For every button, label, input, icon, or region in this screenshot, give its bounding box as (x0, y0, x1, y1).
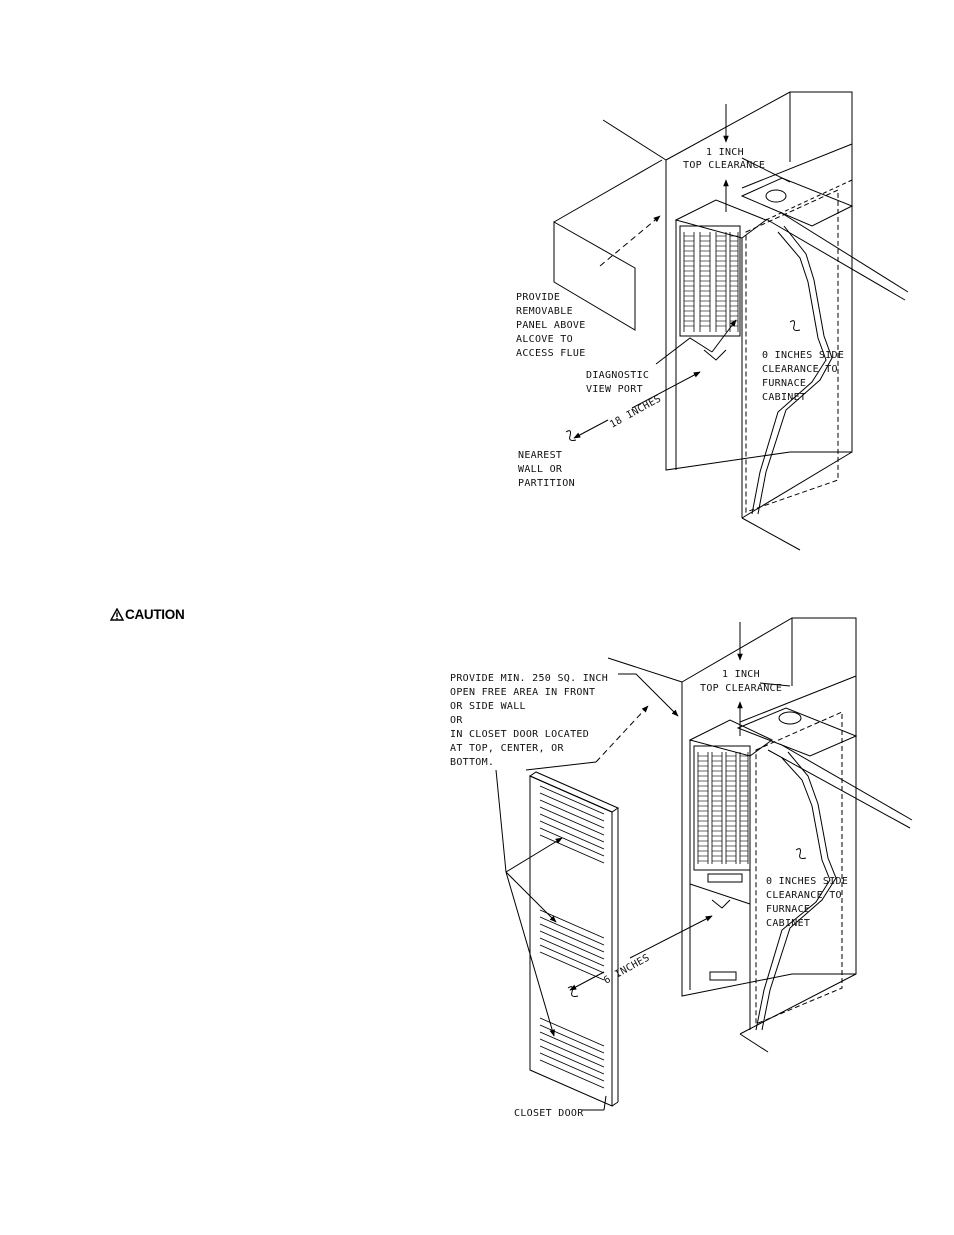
door-louver-slat (539, 827, 605, 857)
door-louver-slat (539, 930, 605, 960)
bottom-figure-closet-door (528, 771, 620, 1107)
door-louver-slat (539, 916, 605, 946)
top-clearance-line2: TOP CLEARANCE (683, 160, 765, 171)
bottom-figure-louvers (697, 752, 749, 864)
open-area-line5: IN CLOSET DOOR LOCATED (450, 729, 589, 740)
top-figure-louver-slats (684, 235, 738, 327)
door-louver-slat (539, 1038, 605, 1068)
door-louver-slat (539, 785, 605, 815)
bottom-figure-furnace (688, 711, 843, 1031)
front-distance-top: 18 INCHES (608, 393, 663, 430)
door-louver-slat (539, 806, 605, 836)
door-louver-slat (539, 792, 605, 822)
wall-note-line2: WALL OR (518, 464, 563, 475)
door-louver-slat (539, 1059, 605, 1089)
open-area-line6: AT TOP, CENTER, OR (450, 743, 564, 754)
side-clearance-top-line2: CLEARANCE TO (762, 364, 838, 375)
open-area-line3: OR SIDE WALL (450, 701, 526, 712)
door-louver-slat (539, 923, 605, 953)
side-clearance-top-line3: FURNACE (762, 378, 806, 389)
top-figure-break-marks (565, 320, 801, 441)
side-clearance-bottom-line1: 0 INCHES SIDE (766, 876, 848, 887)
door-louver-slat (539, 820, 605, 850)
door-louver-slat (539, 834, 605, 864)
bottom-figure-alcove (607, 617, 913, 1053)
door-louver-slat (539, 813, 605, 843)
caution-heading: CAUTION (110, 607, 185, 622)
open-area-line1: PROVIDE MIN. 250 SQ. INCH (450, 673, 608, 684)
bottom-figure-louver-slats (698, 755, 748, 862)
top-figure-furnace (674, 179, 853, 518)
open-area-line7: BOTTOM. (450, 757, 494, 768)
door-louver-slat (539, 1052, 605, 1082)
door-louver-slat (539, 909, 605, 939)
side-clearance-bottom-line3: FURNACE (766, 904, 810, 915)
door-louver-slat (539, 937, 605, 967)
bottom-top-clearance-line1: 1 INCH (722, 669, 760, 680)
closet-door-label: CLOSET DOOR (514, 1108, 584, 1119)
door-louver-slat (539, 1045, 605, 1075)
panel-note-line2: REMOVABLE (516, 306, 573, 317)
side-clearance-top-line1: 0 INCHES SIDE (762, 350, 844, 361)
door-louver-slat (539, 944, 605, 974)
bottom-figure-door-louvers (539, 785, 605, 1089)
open-area-line4: OR (450, 715, 463, 726)
door-louver-slat (539, 1017, 605, 1047)
wall-note-line3: PARTITION (518, 478, 575, 489)
side-clearance-bottom-line2: CLEARANCE TO (766, 890, 842, 901)
top-clearance-line1: 1 INCH (706, 147, 744, 158)
wall-note-line1: NEAREST (518, 450, 562, 461)
side-clearance-top-line4: CABINET (762, 392, 806, 403)
top-figure-dimensions (573, 104, 791, 439)
view-port-line1: DIAGNOSTIC (586, 370, 649, 381)
door-louver-slat (539, 1031, 605, 1061)
bottom-figure-break-marks (567, 848, 807, 997)
door-louver-slat (539, 951, 605, 981)
view-port-line2: VIEW PORT (586, 384, 643, 395)
side-clearance-bottom-line4: CABINET (766, 918, 810, 929)
front-distance-bottom: 6 INCHES (602, 952, 652, 986)
panel-note-line1: PROVIDE (516, 292, 560, 303)
warning-triangle-icon (110, 608, 124, 621)
open-area-line2: OPEN FREE AREA IN FRONT (450, 687, 595, 698)
top-figure-removable-panel (553, 159, 663, 331)
bottom-figure-dimensions (495, 622, 791, 1111)
top-figure-louvers (683, 232, 739, 332)
panel-note-line3: PANEL ABOVE (516, 320, 586, 331)
caution-label: CAUTION (125, 607, 185, 622)
panel-note-line5: ACCESS FLUE (516, 348, 586, 359)
door-louver-slat (539, 799, 605, 829)
panel-note-line4: ALCOVE TO (516, 334, 573, 345)
bottom-figure-labels: 1 INCH TOP CLEARANCE PROVIDE MIN. 250 SQ… (450, 669, 848, 1119)
bottom-top-clearance-line2: TOP CLEARANCE (700, 683, 782, 694)
door-louver-slat (539, 1024, 605, 1054)
